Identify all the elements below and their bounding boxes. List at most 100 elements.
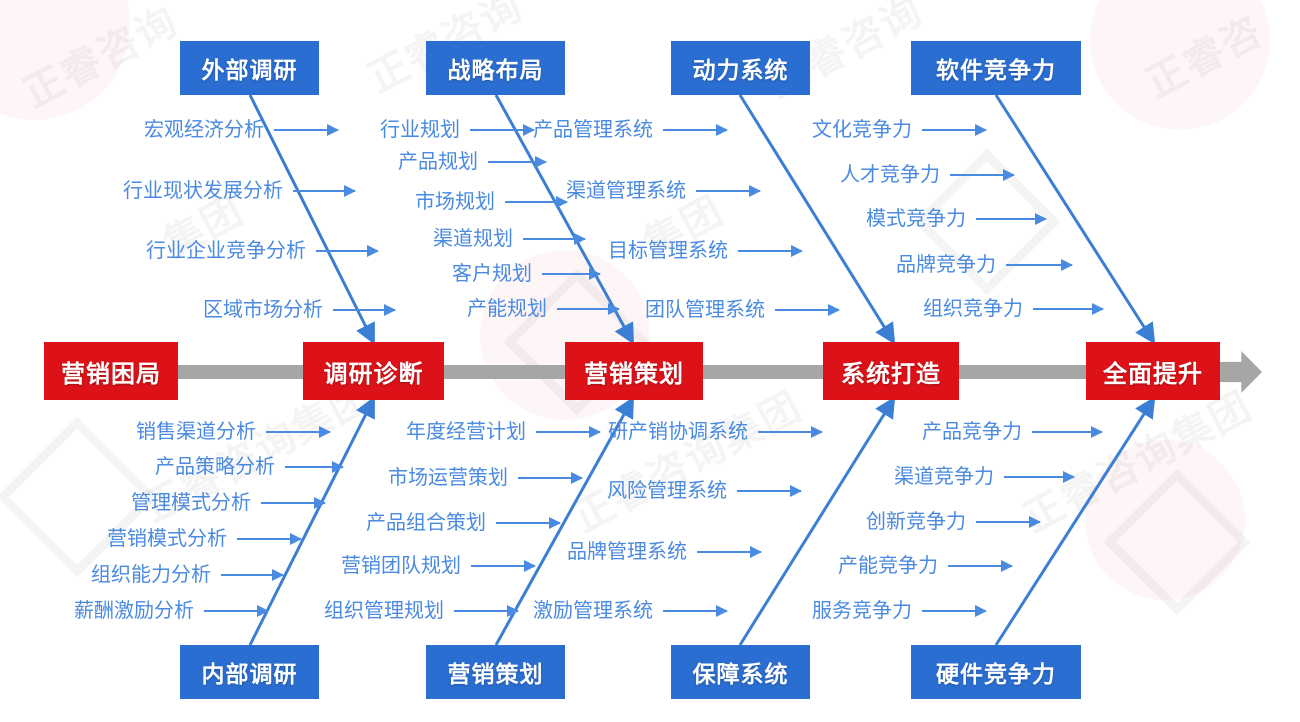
category-box-top-2[interactable]: 动力系统 <box>671 41 810 95</box>
category-label: 保障系统 <box>692 661 789 687</box>
spine-node-3[interactable]: 系统打造 <box>823 342 959 400</box>
bone-item-label: 客户规划 <box>452 263 532 285</box>
arrow-icon <box>505 196 568 208</box>
bone-item-label: 管理模式分析 <box>131 492 251 514</box>
arrow-icon <box>922 124 987 136</box>
bone-item-label: 模式竞争力 <box>866 208 966 230</box>
arrow-icon <box>237 533 302 545</box>
category-label: 动力系统 <box>692 57 789 83</box>
watermark-text: 正睿咨询 <box>11 0 187 119</box>
arrow-icon <box>738 245 803 257</box>
bone-item-label: 产品规划 <box>398 151 478 173</box>
category-box-top-3[interactable]: 软件竞争力 <box>911 41 1081 95</box>
bone-item-label: 产能规划 <box>467 298 547 320</box>
category-label: 战略布局 <box>447 57 544 83</box>
bone-item-label: 营销模式分析 <box>107 528 227 550</box>
bone-item-label: 产品组合策划 <box>366 512 486 534</box>
arrow-icon <box>470 124 535 136</box>
bone-item-label: 行业现状发展分析 <box>123 180 283 202</box>
bone-item: 产品竞争力 <box>922 422 1103 442</box>
arrow-icon <box>293 185 356 197</box>
arrow-icon <box>737 485 802 497</box>
bone-item-label: 年度经营计划 <box>406 421 526 443</box>
arrow-icon <box>523 233 586 245</box>
bone-item: 行业规划 <box>250 119 535 141</box>
bone-item-label: 风险管理系统 <box>607 480 727 502</box>
category-label: 营销策划 <box>447 661 544 687</box>
spine-arrow-head-icon <box>1216 351 1262 393</box>
bone-item-label: 创新竞争力 <box>866 511 966 533</box>
bone-item: 渠道竞争力 <box>894 467 1075 487</box>
spine-segment <box>441 365 569 379</box>
bone-item-label: 营销团队规划 <box>341 555 461 577</box>
arrow-icon <box>1033 303 1104 315</box>
bone-item: 市场运营策划 <box>270 468 583 488</box>
watermark-ring <box>0 0 130 120</box>
arrow-icon <box>204 605 269 617</box>
bone-item: 区域市场分析 <box>0 300 396 320</box>
watermark-ring <box>1085 440 1245 600</box>
spine-node-1[interactable]: 调研诊断 <box>303 342 444 400</box>
category-box-top-1[interactable]: 战略布局 <box>426 41 565 95</box>
bone-item-label: 组织能力分析 <box>91 564 211 586</box>
watermark-text: 正睿咨 <box>1134 0 1272 109</box>
bone-item: 客户规划 <box>250 263 601 285</box>
bone-item-label: 行业规划 <box>380 119 460 141</box>
arrow-icon <box>316 245 379 257</box>
arrow-icon <box>976 516 1041 528</box>
arrow-icon <box>758 426 823 438</box>
bone-item: 年度经营计划 <box>270 421 601 443</box>
bone-item-label: 薪酬激励分析 <box>74 600 194 622</box>
bone-item: 模式竞争力 <box>866 208 1047 230</box>
category-label: 内部调研 <box>201 661 298 687</box>
bone-item-label: 目标管理系统 <box>608 240 728 262</box>
arrow-icon <box>266 426 331 438</box>
bone-item: 渠道规划 <box>250 229 586 249</box>
bone-item: 产品策略分析 <box>0 456 344 478</box>
watermark-ring <box>1090 0 1270 130</box>
bone-item-label: 团队管理系统 <box>645 299 765 321</box>
bone-item: 目标管理系统 <box>608 240 803 262</box>
arrow-icon <box>1004 471 1075 483</box>
bone-item: 管理模式分析 <box>0 492 326 514</box>
arrow-icon <box>454 605 519 617</box>
bone-item: 行业现状发展分析 <box>0 180 356 202</box>
arrow-icon <box>471 560 536 572</box>
spine-node-0[interactable]: 营销困局 <box>44 342 178 400</box>
bone-item: 组织管理规划 <box>270 601 519 621</box>
category-box-bottom-2[interactable]: 保障系统 <box>671 645 810 699</box>
arrow-icon <box>976 213 1047 225</box>
arrow-icon <box>1032 426 1103 438</box>
arrow-icon <box>542 268 601 280</box>
spine-node-label: 全面提升 <box>1103 360 1203 388</box>
bone-item: 人才竞争力 <box>840 165 1015 185</box>
bone-item: 市场规划 <box>250 192 568 212</box>
bone-item: 宏观经济分析 <box>0 120 339 140</box>
bone-item: 研产销协调系统 <box>608 421 823 443</box>
spine-node-2[interactable]: 营销策划 <box>565 342 703 400</box>
category-label: 硬件竞争力 <box>936 661 1056 687</box>
bone-item-label: 激励管理系统 <box>533 600 653 622</box>
bone-item: 文化竞争力 <box>812 120 987 140</box>
category-box-bottom-1[interactable]: 营销策划 <box>426 645 565 699</box>
bone-item-label: 产品策略分析 <box>155 456 275 478</box>
spine-segment <box>957 365 1089 379</box>
bone-item-label: 品牌管理系统 <box>567 541 687 563</box>
arrow-icon <box>536 426 601 438</box>
bone-item: 产能规划 <box>250 298 620 320</box>
bone-item-label: 研产销协调系统 <box>608 421 748 443</box>
bone-item: 团队管理系统 <box>645 299 840 321</box>
bone-item-label: 组织竞争力 <box>923 298 1023 320</box>
spine-node-4[interactable]: 全面提升 <box>1086 342 1220 400</box>
category-box-bottom-0[interactable]: 内部调研 <box>180 645 319 699</box>
arrow-icon <box>557 303 620 315</box>
bone-item-label: 产品管理系统 <box>533 119 653 141</box>
bone-item-label: 产能竞争力 <box>838 555 938 577</box>
spine-segment <box>176 365 306 379</box>
bone-item: 品牌竞争力 <box>896 255 1073 275</box>
category-box-bottom-3[interactable]: 硬件竞争力 <box>911 645 1081 699</box>
arrow-icon <box>922 605 987 617</box>
category-box-top-0[interactable]: 外部调研 <box>180 41 319 95</box>
bone-item: 风险管理系统 <box>607 480 802 502</box>
